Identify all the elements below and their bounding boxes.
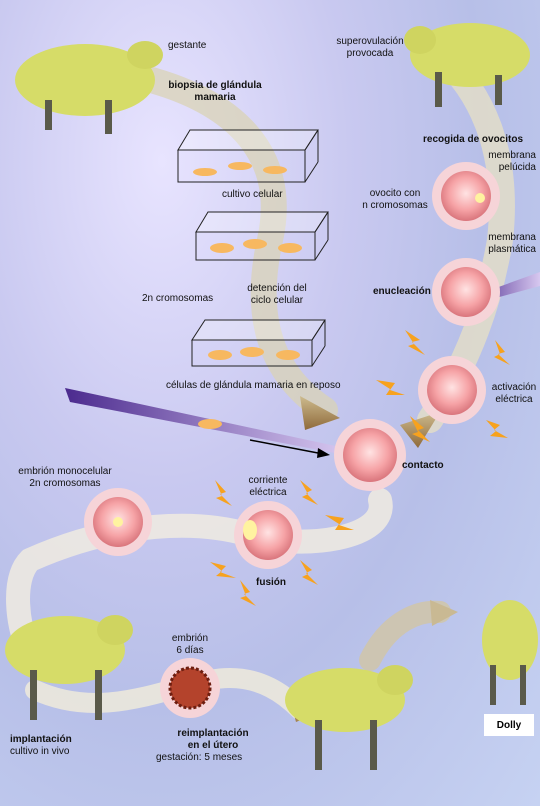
sheep-implantacion [5,615,133,720]
embryo-6-days [160,658,220,718]
label-corriente-line1: corriente [248,475,288,486]
label-biopsia: biopsia de glándula mamaria [150,80,280,104]
arrow-pointer [249,439,319,454]
label-2n-cromosomas: 2n cromosomas [142,293,214,304]
arrow-contact-to-embryo [6,488,393,652]
culture-box-1 [177,129,319,183]
cell-ovocito [432,162,500,230]
cell-in-pipette [198,419,222,429]
label-membrana-pelucida-line2: pelúcida [498,162,536,173]
arrow-to-dolly [359,600,451,671]
label-reimplantacion-line2: en el útero [187,740,239,751]
label-implantacion: implantación [10,734,72,745]
label-reimplantacion: reimplantación en el útero [168,728,258,752]
cell-enucleacion [432,258,500,326]
label-ovocito-line2: n cromosomas [362,200,428,211]
label-embrion-6-dias: embrión 6 días [165,633,215,657]
label-membrana-plasmatica-line1: membrana [488,232,536,243]
label-reimplantacion-line1: reimplantación [177,728,249,739]
sheep-gestante [15,41,163,134]
label-biopsia-line1: biopsia de glándula [168,80,262,91]
label-membrana-plasmatica: membrana plasmática [470,232,536,256]
label-ovocito: ovocito con n cromosomas [360,188,430,212]
label-corriente: corriente eléctrica [238,475,298,499]
label-activacion-line2: eléctrica [495,394,533,405]
electric-sparks [210,330,510,606]
label-gestante: gestante [168,40,207,51]
label-gestacion: gestación: 5 meses [156,752,243,763]
sheep-superovulacion [404,23,530,107]
sheep-dolly [482,600,538,705]
label-enucleacion: enucleación [373,286,431,297]
label-activacion-line1: activación [491,382,537,393]
label-corriente-line2: eléctrica [249,487,287,498]
label-detencion-line1: detención del [247,283,307,294]
sheep-reimplantacion [285,665,413,770]
label-membrana-pelucida-line1: membrana [488,150,536,161]
label-membrana-plasmatica-line2: plasmática [488,244,536,255]
label-superovulacion: superovulación provocada [330,36,410,60]
arrowhead-dolly [430,600,458,626]
label-cultivo: cultivo celular [222,189,283,200]
label-dolly: Dolly [484,714,534,736]
label-superovulacion-line2: provocada [346,48,394,59]
flow-arrows [6,42,515,720]
label-membrana-pelucida: membrana pelúcida [480,150,536,174]
cell-activacion [418,356,486,424]
label-fusion: fusión [256,577,286,588]
arrowhead-contact-left [300,396,340,430]
label-embrion6-line1: embrión [171,633,209,644]
culture-box-3 [191,319,326,367]
label-detencion: detención del ciclo celular [232,283,322,307]
cell-fusion [234,501,302,569]
label-ovocito-line1: ovocito con [369,188,421,199]
culture-box-2 [195,211,329,261]
label-superovulacion-line1: superovulación [336,36,404,47]
label-detencion-line2: ciclo celular [250,295,304,306]
label-contacto: contacto [402,460,444,471]
label-cultivo-in-vivo: cultivo in vivo [10,746,70,757]
label-celulas-reposo: células de glándula mamaria en reposo [166,380,341,391]
arrow-biopsy-to-contact [92,57,338,423]
label-embrion-mono-line2: 2n cromosomas [29,478,101,489]
label-recogida: recogida de ovocitos [423,134,524,145]
label-embrion-monocelular: embrión monocelular 2n cromosomas [10,466,120,490]
label-activacion: activación eléctrica [488,382,540,406]
label-embrion6-line2: 6 días [176,645,204,656]
arrowhead-contact-right [400,412,440,448]
cell-contacto [334,419,406,491]
label-embrion-mono-line1: embrión monocelular [18,466,112,477]
arrow-pointer-head [317,448,330,458]
label-biopsia-line2: mamaria [194,92,236,103]
cell-embrion-monocelular [84,488,152,556]
